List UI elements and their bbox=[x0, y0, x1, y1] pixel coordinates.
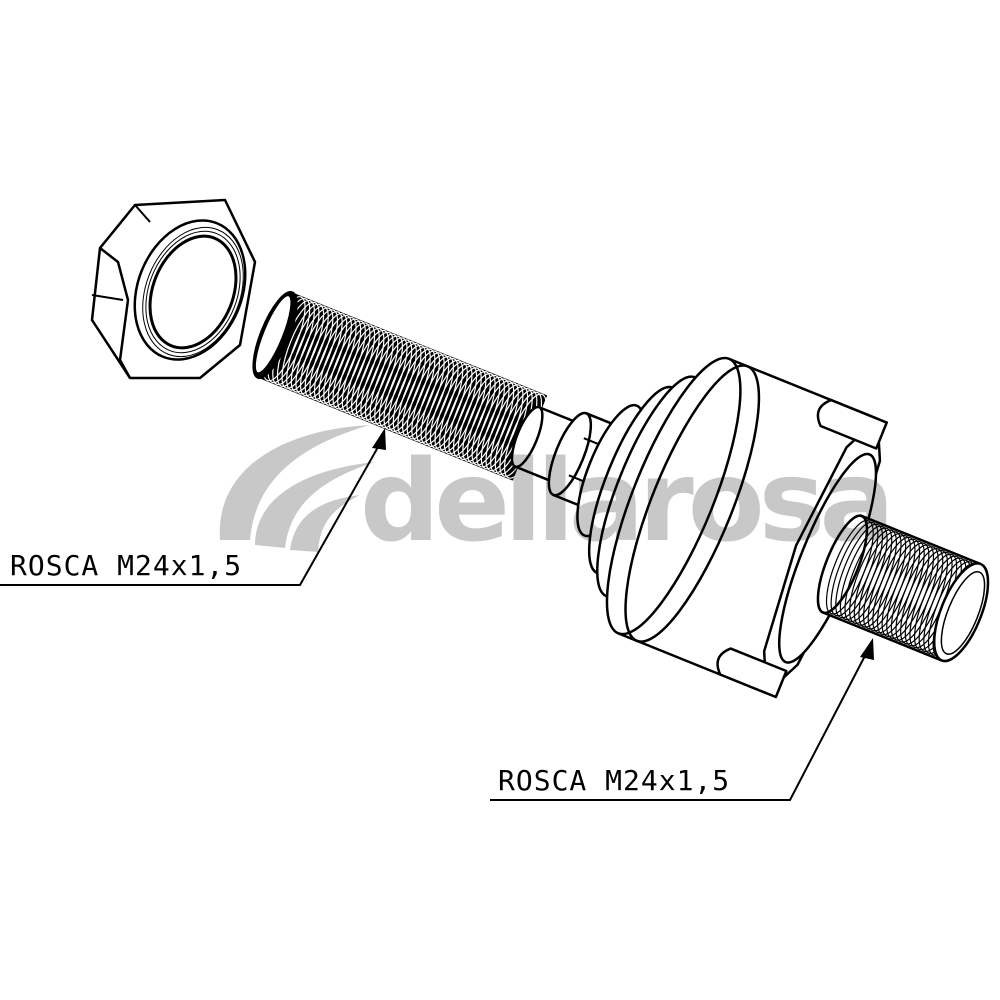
thread-line bbox=[323, 320, 366, 406]
thread-line bbox=[476, 382, 519, 468]
thread-line bbox=[425, 361, 468, 447]
thread-line bbox=[332, 324, 376, 410]
thread-line bbox=[355, 333, 399, 419]
thread-line bbox=[281, 303, 325, 389]
thread-line bbox=[309, 314, 352, 401]
thread-line bbox=[313, 316, 357, 402]
lock-nut bbox=[90, 198, 257, 380]
thread-line bbox=[383, 344, 427, 431]
thread-line bbox=[471, 380, 515, 466]
thread-line bbox=[295, 309, 339, 395]
thread-line bbox=[443, 369, 487, 455]
thread-line bbox=[346, 329, 390, 416]
thread-line bbox=[448, 371, 492, 457]
thread-line bbox=[267, 298, 311, 384]
watermark-text: dellarosa bbox=[360, 437, 889, 567]
thread-line bbox=[374, 341, 417, 427]
thread-line bbox=[388, 346, 431, 432]
thread-line bbox=[415, 357, 459, 444]
thread-line bbox=[406, 354, 450, 440]
thread-line bbox=[300, 311, 343, 397]
thread-line bbox=[364, 337, 408, 423]
thread-line bbox=[457, 374, 501, 461]
threaded-stud bbox=[816, 514, 990, 663]
threaded-rod bbox=[252, 291, 548, 481]
thread-line bbox=[462, 376, 505, 462]
thread-line bbox=[341, 327, 385, 414]
thread-line bbox=[397, 350, 441, 436]
housing bbox=[605, 356, 889, 699]
thread-line bbox=[369, 339, 413, 425]
label-left-thread: ROSCA M24x1,5 bbox=[10, 549, 242, 582]
thread-line bbox=[337, 326, 380, 412]
thread-line bbox=[286, 305, 329, 391]
thread-line bbox=[402, 352, 445, 438]
callout-right: ROSCA M24x1,5 bbox=[490, 638, 874, 801]
thread-line bbox=[480, 384, 524, 470]
thread-line bbox=[304, 312, 348, 399]
thread-line bbox=[360, 335, 403, 421]
brand-watermark: dellarosa bbox=[219, 425, 895, 567]
callout-left: ROSCA M24x1,5 bbox=[0, 428, 386, 586]
thread-line bbox=[439, 367, 482, 453]
thread-line bbox=[290, 307, 334, 393]
thread-line bbox=[351, 331, 394, 417]
thread-line bbox=[327, 322, 371, 408]
thread-line bbox=[434, 365, 478, 451]
tie-rod bbox=[252, 291, 990, 699]
thread-line bbox=[392, 348, 436, 434]
thread-line bbox=[466, 378, 510, 464]
thread-line bbox=[453, 372, 496, 459]
thread-line bbox=[420, 359, 464, 446]
label-right-thread: ROSCA M24x1,5 bbox=[498, 764, 730, 797]
thread-line bbox=[318, 318, 362, 404]
thread-line bbox=[378, 342, 422, 429]
thread-line bbox=[429, 363, 473, 449]
